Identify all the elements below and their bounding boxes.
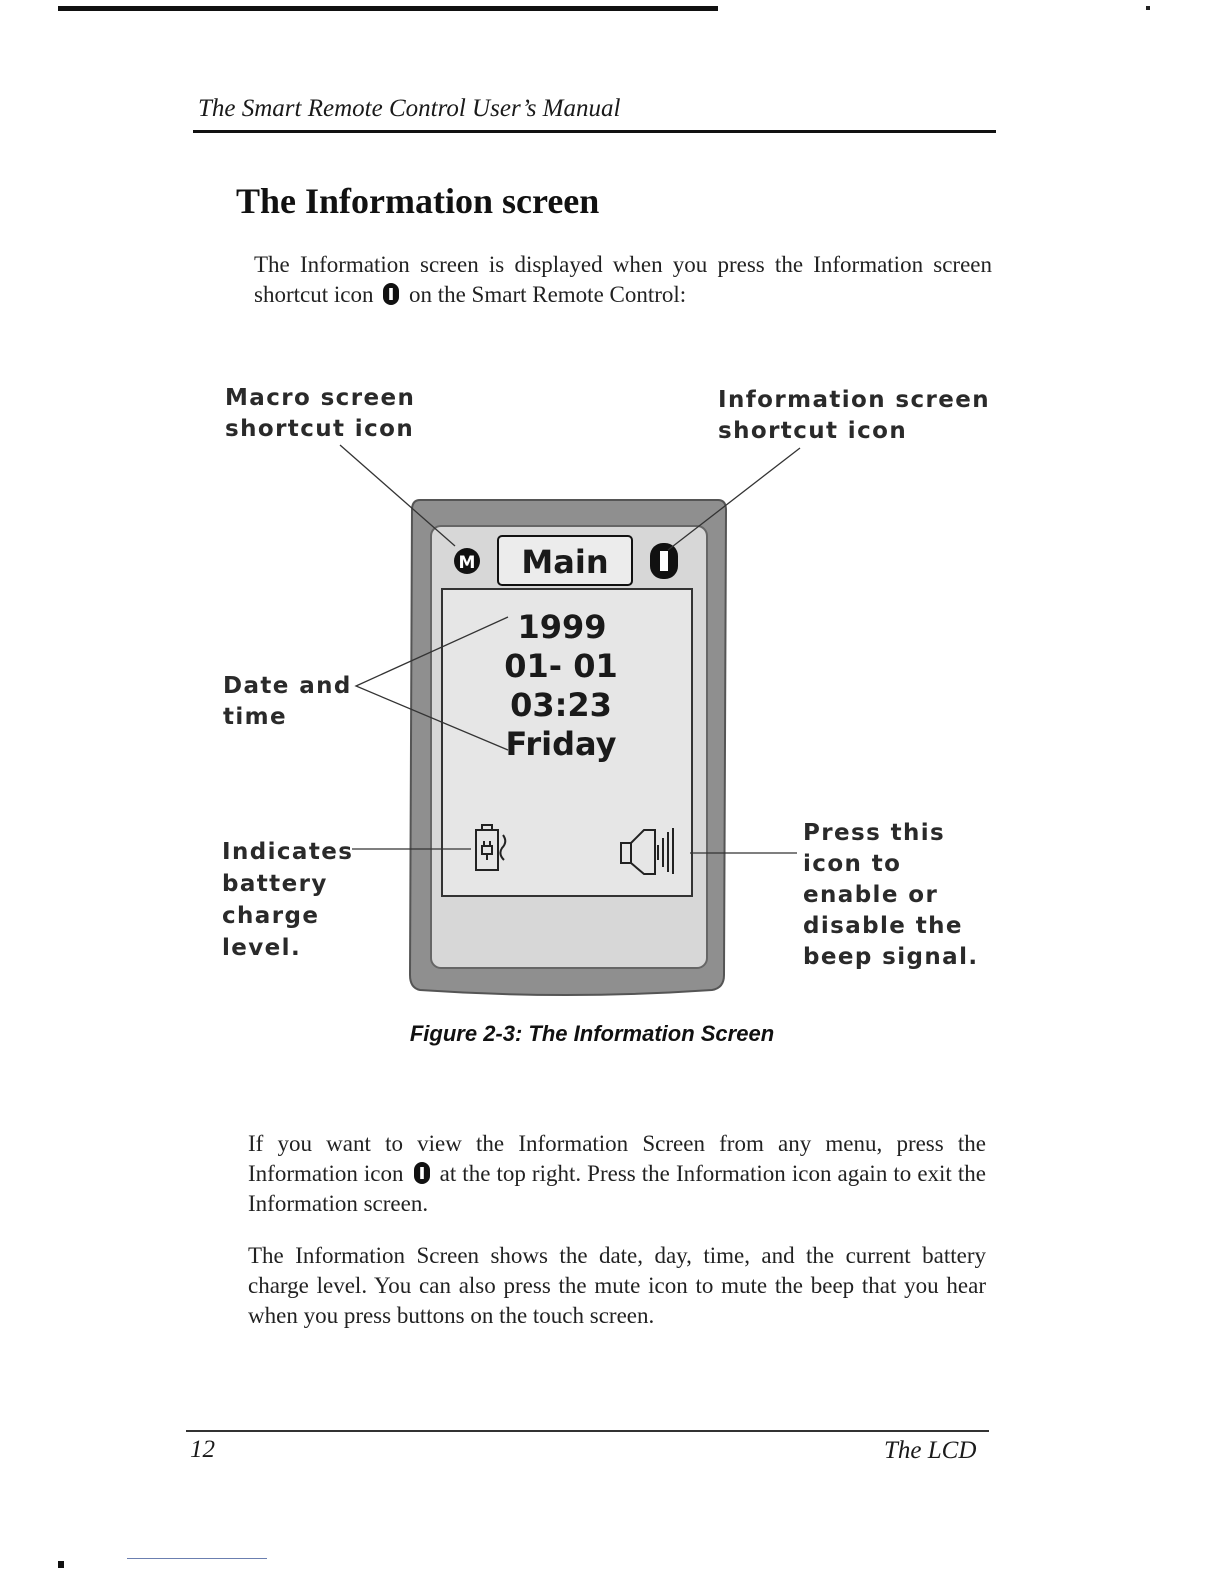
top-rule (58, 6, 718, 11)
callout-beep-line-2: icon to (803, 851, 902, 877)
scan-line-bottom (127, 1558, 267, 1559)
info-icon (383, 283, 400, 305)
callout-macro-line-2: shortcut icon (225, 416, 415, 442)
p2-text-before: If you want to view the Information Scre… (248, 1131, 986, 1186)
chapter-name: The LCD (884, 1437, 977, 1464)
callout-lines (339, 444, 801, 854)
macro-icon: M (454, 548, 480, 574)
screen-day: Friday (506, 725, 617, 763)
device-info-icon (650, 543, 678, 579)
header-rule (193, 130, 996, 133)
screen-time: 03:23 (510, 686, 612, 724)
footer-rule (186, 1430, 989, 1432)
scan-mark-bottom (58, 1561, 64, 1568)
macro-leader (339, 444, 456, 547)
callout-beep-line-4: disable the (803, 913, 963, 939)
callout-macro-line-1: Macro screen (225, 385, 416, 411)
screen-date: 01- 01 (504, 647, 617, 685)
section-title: The Information screen (236, 181, 600, 221)
body-paragraph-1: If you want to view the Information Scre… (248, 1129, 986, 1219)
callout-beep-line-3: enable or (803, 882, 939, 908)
speaker-icon (620, 828, 674, 875)
running-header: The Smart Remote Control User’s Manual (198, 95, 621, 122)
callout-battery-line-3: charge (222, 903, 320, 929)
battery-icon (475, 824, 507, 871)
callout-info-line-2: shortcut icon (718, 418, 908, 444)
callout-beep-line-5: beep signal. (803, 944, 979, 970)
date-leader (354, 616, 509, 751)
callout-date-line-1: Date and (223, 673, 352, 699)
page-number: 12 (190, 1436, 215, 1463)
scan-mark (1146, 6, 1150, 10)
info-icon (413, 1162, 430, 1184)
screen-year: 1999 (517, 608, 606, 646)
macro-icon-letter: M (459, 553, 476, 573)
figure-caption: Figure 2-3: The Information Screen (409, 1021, 775, 1046)
callout-beep: Press this icon to enable or disable the… (803, 818, 979, 973)
p2-text-after: at the top right. Press the Information … (248, 1161, 986, 1216)
callout-date: Date and time (223, 671, 352, 733)
callout-macro: Macro screen shortcut icon (225, 383, 415, 445)
callout-battery-line-4: level. (222, 935, 302, 961)
callout-info-line-1: Information screen (718, 387, 991, 413)
callout-info: Information screen shortcut icon (718, 385, 990, 447)
information-screen-figure: M Main 1999 01- 01 03:23 Friday (339, 444, 801, 996)
callout-date-line-2: time (223, 704, 288, 730)
callout-battery-line-2: battery (222, 871, 328, 897)
intro-text-before: The Information screen is displayed when… (254, 252, 992, 307)
info-leader (667, 447, 801, 551)
callout-battery-line-1: Indicates (222, 839, 354, 865)
body-paragraph-2: The Information Screen shows the date, d… (248, 1243, 986, 1328)
callout-beep-line-1: Press this (803, 820, 946, 846)
intro-text-after: on the Smart Remote Control: (408, 282, 687, 307)
main-button (497, 535, 633, 586)
callout-battery: Indicates battery charge level. (222, 836, 353, 964)
intro-paragraph: The Information screen is displayed when… (254, 250, 992, 310)
main-button-label: Main (521, 543, 608, 581)
